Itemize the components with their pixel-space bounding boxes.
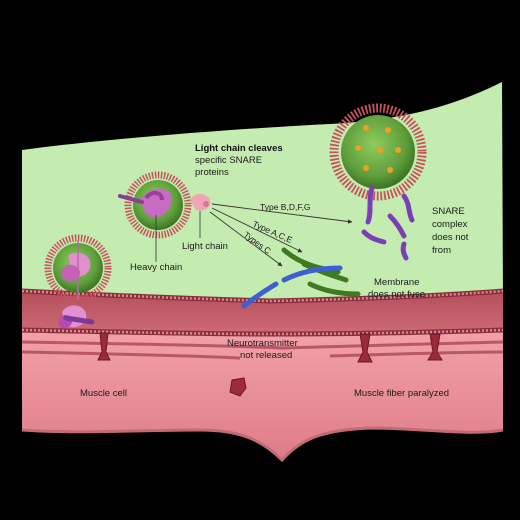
snare-label-line-4: from — [432, 245, 451, 256]
light-chain-fragment — [190, 194, 211, 211]
muscle-folds — [21, 340, 504, 463]
snare-label-line-1: SNARE — [432, 206, 465, 217]
muscle-paralyzed-label: Muscle fiber paralyzed — [354, 388, 449, 399]
light-chain-label: Light chain — [182, 241, 228, 252]
muscle-cell-label: Muscle cell — [80, 388, 127, 399]
type-bdfg-label: Type B,D,F,G — [260, 202, 311, 212]
snare-label-line-2: complex — [432, 219, 468, 230]
cleaved-snare-fragments — [361, 185, 415, 261]
cleaved-snap25-fragments — [281, 247, 361, 297]
membrane-label-line-2: does not fuse — [368, 289, 425, 300]
synaptic-vesicle-neurotransmitter — [329, 103, 427, 201]
neurotransmitter-dots — [355, 125, 401, 173]
neurotransmitter-label-line-2: not released — [240, 350, 292, 361]
title-line-1: Light chain cleaves — [195, 143, 283, 154]
toxin-bound-receptor — [58, 305, 95, 329]
label-leader-lines — [155, 211, 201, 262]
vesicle-endocytosed — [44, 234, 112, 302]
synaptic-cleft — [22, 292, 503, 334]
muscle-cell-body — [22, 325, 503, 460]
neurotransmitter-label-line-1: Neurotransmitter — [227, 338, 298, 349]
heavy-chain-label: Heavy chain — [130, 262, 182, 273]
title-line-2: specific SNARE — [195, 155, 262, 166]
acetylcholine-receptors — [97, 332, 443, 397]
type-arrows — [209, 203, 353, 267]
vesicle-heavy-chain — [118, 171, 192, 239]
snare-label-line-3: does not — [432, 232, 469, 243]
cleaved-synaptobrevin-fragments — [241, 265, 343, 309]
labels: Light chain cleaves specific SNARE prote… — [80, 143, 469, 399]
postsynaptic-membrane — [21, 327, 504, 337]
presynaptic-membrane — [21, 288, 504, 304]
membrane-label-line-1: Membrane — [374, 277, 419, 288]
title-line-3: proteins — [195, 167, 229, 178]
